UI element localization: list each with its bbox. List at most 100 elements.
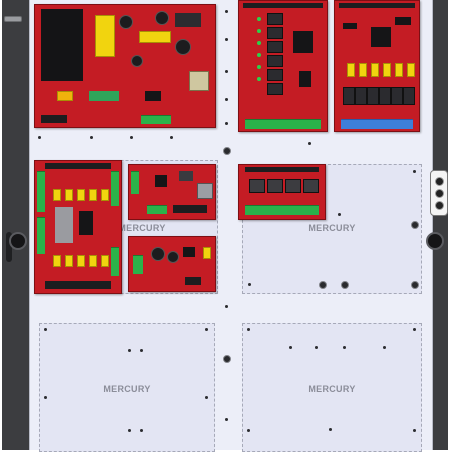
zone-label: MERCURY xyxy=(308,223,356,233)
terminal-block[interactable] xyxy=(147,205,167,214)
mount-hole xyxy=(225,305,228,308)
backplate: MERCURY MERCURY MERCURY xyxy=(29,0,433,452)
mount-hole xyxy=(247,328,250,331)
mount-hole xyxy=(315,346,318,349)
led xyxy=(257,17,261,21)
fuse xyxy=(347,63,355,77)
mounting-stud-icon xyxy=(341,281,349,289)
mounting-stud-icon xyxy=(411,221,419,229)
relay xyxy=(267,83,283,95)
relay xyxy=(379,87,391,105)
fuse xyxy=(359,63,367,77)
mount-hole xyxy=(44,396,47,399)
connector xyxy=(89,91,119,101)
relay xyxy=(391,87,403,105)
ic xyxy=(299,71,311,87)
fuse xyxy=(65,189,73,201)
mount-hole xyxy=(128,349,131,352)
zone-label: MERCURY xyxy=(103,384,151,394)
latch-hole-icon xyxy=(435,201,444,210)
terminal-block[interactable] xyxy=(131,171,139,194)
terminal-block[interactable] xyxy=(111,247,119,276)
ic xyxy=(145,91,161,101)
mount-hole xyxy=(289,346,292,349)
fuse xyxy=(89,189,97,201)
mount-hole xyxy=(413,170,416,173)
controller-chip xyxy=(293,31,313,53)
terminal-block[interactable] xyxy=(341,119,413,129)
capacitor xyxy=(175,39,191,55)
interface-board-green-terminals xyxy=(238,164,326,220)
mount-hole xyxy=(90,136,93,139)
mount-hole xyxy=(413,429,416,432)
terminal-block[interactable] xyxy=(45,281,111,289)
mount-hole xyxy=(140,349,143,352)
power-supply-board xyxy=(34,4,216,128)
led xyxy=(257,53,261,57)
header-strip xyxy=(245,167,319,172)
controller-chip xyxy=(371,27,391,47)
mount-hole xyxy=(205,328,208,331)
led xyxy=(257,29,261,33)
relay-output-board-large xyxy=(238,0,328,132)
relay xyxy=(267,69,283,81)
mounting-stud-icon xyxy=(223,355,231,363)
relay xyxy=(267,41,283,53)
mount-hole xyxy=(225,10,228,13)
relay xyxy=(343,87,355,105)
terminal-block[interactable] xyxy=(141,115,171,124)
mount-hole xyxy=(383,346,386,349)
mount-hole xyxy=(38,136,41,139)
mount-hole xyxy=(225,418,228,421)
hinge-icon xyxy=(6,232,12,262)
terminal-block[interactable] xyxy=(185,277,201,285)
door-latch-icon[interactable] xyxy=(430,170,448,216)
terminal-block[interactable] xyxy=(111,171,119,206)
mount-hole xyxy=(225,70,228,73)
controller-board-small xyxy=(128,164,216,220)
zone-bottom-right: MERCURY xyxy=(242,323,422,452)
mount-hole xyxy=(248,283,251,286)
ethernet-port[interactable] xyxy=(197,183,213,199)
fuse xyxy=(101,255,109,267)
relay xyxy=(355,87,367,105)
fuse xyxy=(383,63,391,77)
mounting-stud-icon xyxy=(223,147,231,155)
mount-hole xyxy=(225,122,228,125)
latch-hole-icon xyxy=(435,177,444,186)
relay xyxy=(267,55,283,67)
terminal-block[interactable] xyxy=(173,205,207,213)
mount-hole xyxy=(44,328,47,331)
dip-switch[interactable] xyxy=(55,207,73,243)
relay-output-board-blue-terminals xyxy=(334,0,420,132)
relay xyxy=(267,27,283,39)
terminal-block[interactable] xyxy=(245,119,321,129)
mount-hole xyxy=(413,328,416,331)
zone-label: MERCURY xyxy=(118,223,166,233)
terminal-block[interactable] xyxy=(37,217,45,254)
led xyxy=(257,77,261,81)
terminal-block[interactable] xyxy=(133,255,143,274)
fuse xyxy=(77,255,85,267)
transformer xyxy=(41,9,83,81)
terminal-block[interactable] xyxy=(41,115,67,123)
door-tab[interactable] xyxy=(4,16,22,22)
header-strip xyxy=(243,3,323,8)
ic xyxy=(183,247,195,257)
relay xyxy=(249,179,265,193)
mount-hole xyxy=(170,136,173,139)
capacitor xyxy=(167,251,179,263)
zone-bottom-left: MERCURY xyxy=(39,323,215,452)
led xyxy=(257,65,261,69)
battery xyxy=(179,171,193,181)
fuse xyxy=(57,91,73,101)
relay xyxy=(403,87,415,105)
terminal-block[interactable] xyxy=(245,205,319,215)
terminal-block[interactable] xyxy=(37,171,45,212)
mount-hole xyxy=(338,213,341,216)
yellow-transformer xyxy=(95,15,115,57)
mount-hole xyxy=(329,428,332,431)
mount-hole xyxy=(130,136,133,139)
mount-hole xyxy=(225,38,228,41)
